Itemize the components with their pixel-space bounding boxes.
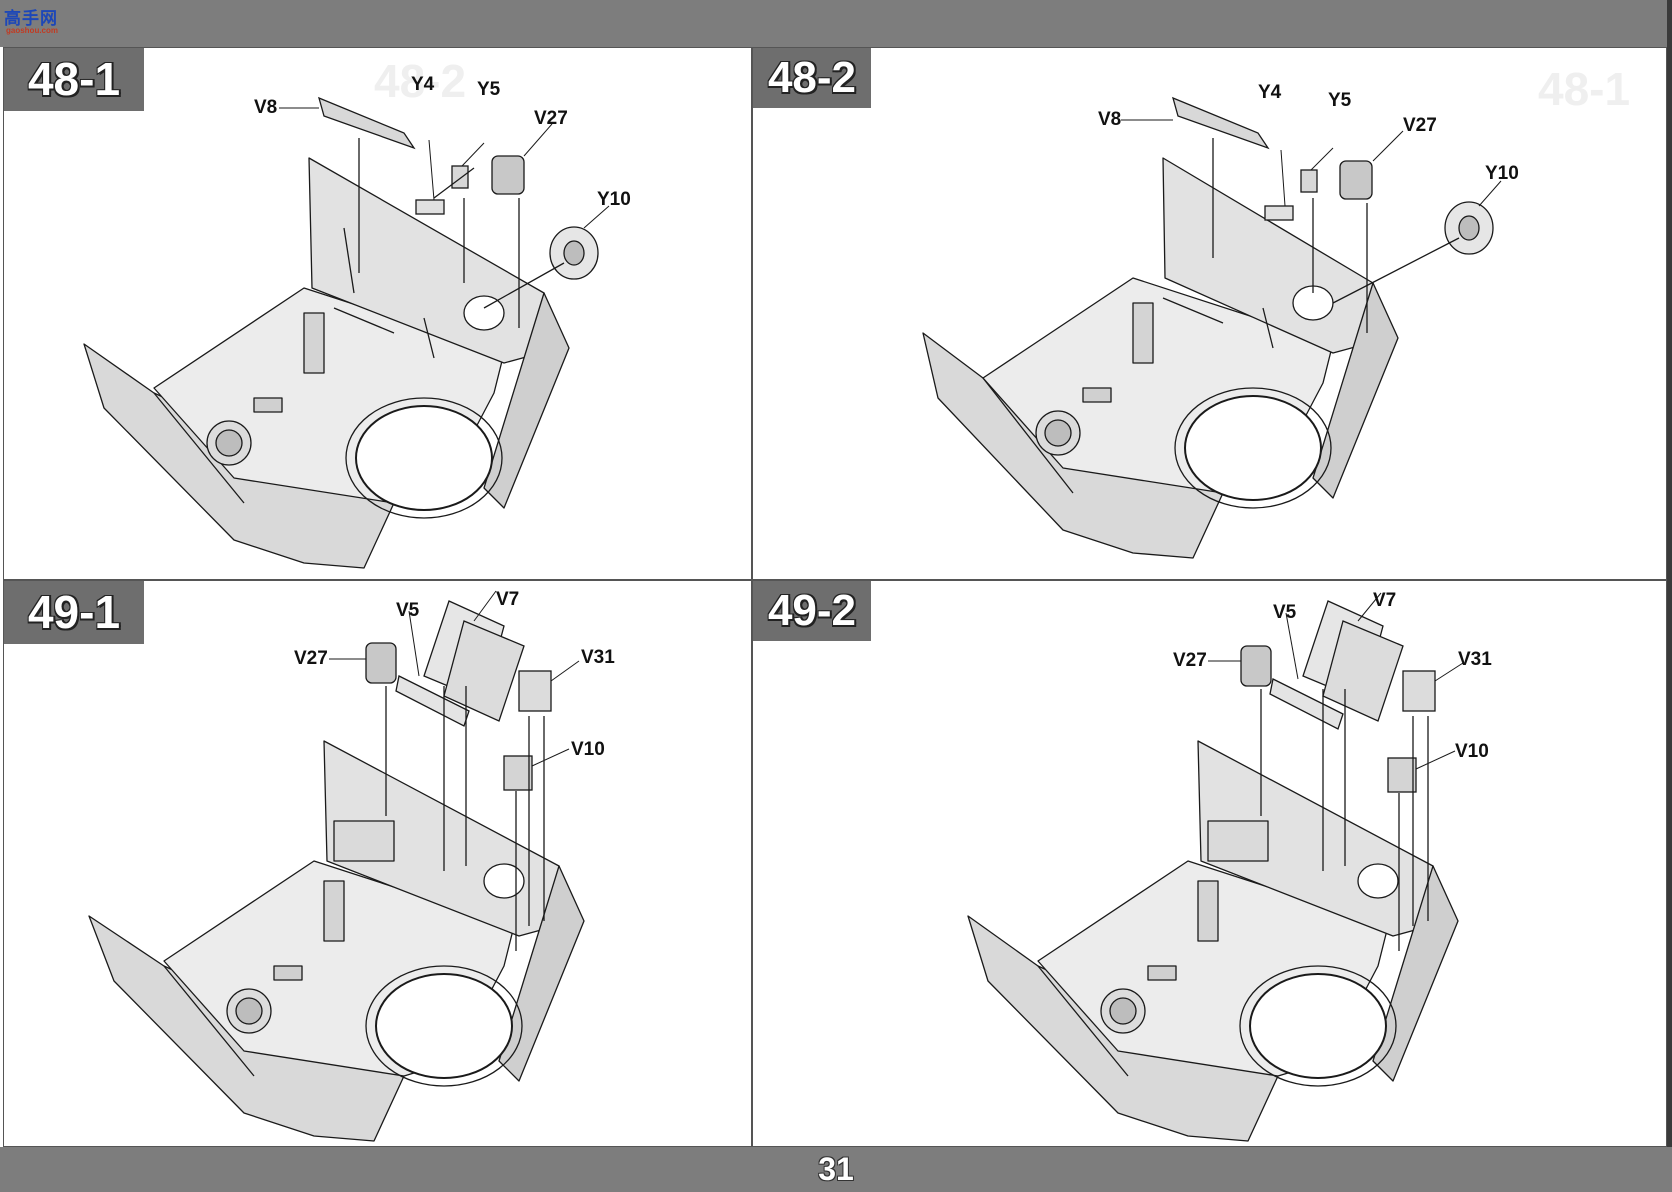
leader-lines <box>329 590 580 767</box>
leader-lines <box>279 107 610 229</box>
part-label: V31 <box>581 647 615 668</box>
part-label: V27 <box>1173 650 1207 671</box>
part-label: Y5 <box>477 79 501 100</box>
step-label: 48-1 <box>4 48 144 111</box>
hull-assembly <box>83 157 570 569</box>
part-label: V5 <box>396 600 420 621</box>
part-label: V7 <box>1373 590 1396 611</box>
top-bar <box>0 0 1672 47</box>
part-label: Y4 <box>411 74 435 95</box>
leader-lines <box>1208 592 1464 770</box>
step-label: 49-2 <box>753 581 871 641</box>
part-label: Y10 <box>597 189 631 210</box>
part-label: V8 <box>254 97 277 118</box>
part-label: V27 <box>1403 115 1437 136</box>
parts-group <box>365 600 552 791</box>
parts-group <box>1172 96 1494 255</box>
page-number: 31 <box>818 1151 854 1187</box>
parts-group <box>318 96 599 280</box>
bottom-bar <box>0 1147 1672 1192</box>
watermark-logo: 高手网 gaoshou.com <box>4 4 70 38</box>
step-panel-48-1: 48-2 48-1 <box>3 47 752 580</box>
part-label: V27 <box>534 108 568 129</box>
watermark-text: 高手网 <box>4 9 58 28</box>
step-label: 48-2 <box>753 48 871 108</box>
part-label: Y10 <box>1485 163 1519 184</box>
assembly-arrows <box>1260 689 1429 951</box>
part-label: V5 <box>1273 602 1297 623</box>
part-label: V31 <box>1458 649 1492 670</box>
part-label: V10 <box>1455 741 1489 762</box>
watermark-subtext: gaoshou.com <box>6 26 59 35</box>
part-label: Y4 <box>1258 82 1282 103</box>
hull-assembly <box>88 740 585 1142</box>
assembly-arrows <box>1212 138 1460 333</box>
assembly-arrows <box>385 686 545 951</box>
ghost-label: 48-1 <box>1538 63 1631 115</box>
assembly-drawing: V5 V7 V27 V31 V10 <box>88 589 615 1142</box>
assembly-drawing: V8 Y4 Y5 V27 Y10 <box>922 82 1519 559</box>
part-label: Y5 <box>1328 90 1352 111</box>
part-label: V27 <box>294 648 328 669</box>
hull-assembly <box>922 157 1399 559</box>
assembly-drawing: V5 V7 V27 V31 V10 <box>967 590 1492 1142</box>
parts-group <box>1240 600 1436 793</box>
step-panel-49-1: 49-1 <box>3 580 752 1147</box>
assembly-arrows <box>358 138 565 328</box>
step-panel-48-2: 48-1 48-2 <box>752 47 1667 580</box>
step-label: 49-1 <box>4 581 144 644</box>
step-panel-49-2: 49-2 <box>752 580 1667 1147</box>
page-edge <box>1667 0 1672 1192</box>
ghost-label: 48-2 <box>374 55 467 107</box>
part-label: V10 <box>571 739 605 760</box>
assembly-drawing: V8 Y4 Y5 V27 Y10 <box>83 74 631 569</box>
hull-assembly <box>967 740 1459 1142</box>
part-label: V8 <box>1098 109 1121 130</box>
leader-lines <box>1121 119 1502 207</box>
part-label: V7 <box>496 589 519 610</box>
